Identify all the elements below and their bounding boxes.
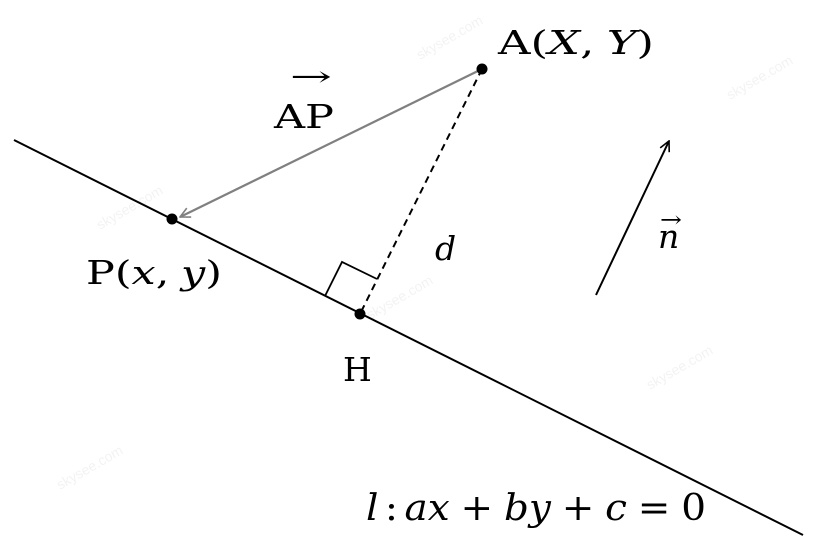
watermark-text: skysee.com: [54, 442, 126, 493]
label-point-p-close: ): [205, 253, 222, 292]
point-p-dot: [166, 213, 178, 225]
label-normal-n: n: [658, 217, 679, 256]
label-point-p-open: (: [115, 253, 132, 292]
label-vector-ap: AP: [273, 97, 334, 136]
label-point-p-x: x: [132, 253, 157, 292]
label-distance-d: d: [435, 229, 456, 268]
watermark-text: skysee.com: [94, 182, 166, 233]
line-l: [13, 139, 804, 536]
point-h-dot: [354, 308, 366, 320]
watermark-text: skysee.com: [414, 12, 486, 63]
label-point-p-comma: ,: [156, 253, 170, 292]
eq-plus-2: +: [562, 488, 595, 529]
eq-zero: 0: [681, 488, 706, 529]
label-point-p-name: P: [86, 253, 115, 292]
eq-c: c: [605, 488, 627, 529]
perpendicular-ah: [359, 68, 483, 315]
watermark-text: skysee.com: [364, 272, 436, 323]
eq-equals: =: [638, 488, 671, 529]
label-vector-ap-arrow: →: [290, 60, 332, 93]
line-equation: l:ax+by+c=0: [366, 488, 706, 529]
watermark-text: skysee.com: [644, 342, 716, 393]
point-a-dot: [476, 63, 488, 75]
label-normal-arrow: →: [660, 208, 682, 233]
eq-y: y: [527, 488, 552, 529]
label-point-a-x: X: [544, 23, 582, 62]
eq-l: l: [366, 488, 378, 529]
eq-x: x: [428, 488, 450, 529]
eq-a: a: [405, 488, 428, 529]
watermark-text: skysee.com: [724, 52, 796, 103]
eq-plus-1: +: [461, 488, 494, 529]
label-point-a-open: (: [531, 23, 549, 62]
normal-vector-arrow: [595, 141, 669, 296]
label-point-a-close: ): [636, 23, 654, 62]
label-point-p-y: y: [178, 253, 205, 292]
label-point-p: P(x,y): [86, 253, 222, 292]
label-point-a-y: Y: [607, 23, 641, 62]
eq-b: b: [504, 488, 529, 529]
label-point-a: A(X, Y): [497, 23, 654, 62]
label-point-a-comma: ,: [580, 23, 594, 62]
label-point-h: H: [343, 350, 372, 389]
vector-ap-arrow: [180, 68, 483, 218]
right-angle-marker: [324, 260, 378, 297]
label-point-a-name: A: [497, 23, 532, 62]
eq-colon: :: [385, 488, 398, 529]
